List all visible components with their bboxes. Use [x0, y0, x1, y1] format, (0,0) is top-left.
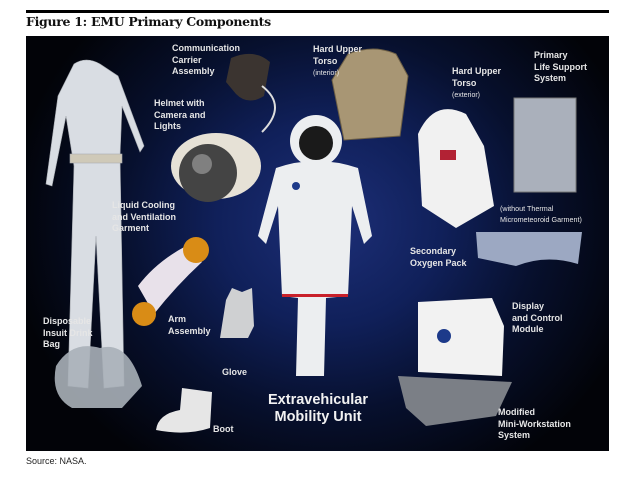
figure-source: Source: NASA.	[26, 456, 87, 466]
flag-icon	[440, 150, 456, 160]
label-communication-carrier: Communication Carrier Assembly	[172, 43, 241, 76]
label-emu-line1: Extravehicular	[268, 392, 368, 408]
boot-image	[156, 388, 212, 433]
arm-assembly-image	[132, 237, 209, 326]
astronaut-image	[258, 115, 372, 376]
label-glove: Glove	[222, 367, 248, 377]
label-without-tmg: (without Thermal Micrometeoroid Garment)	[500, 204, 582, 224]
emu-components-figure: Communication Carrier Assembly Hard Uppe…	[26, 36, 609, 451]
label-drink-bag: Disposable Insuit Drink Bag	[43, 316, 93, 349]
label-hut-exterior-name: Hard Upper Torso	[452, 66, 502, 88]
label-hut-interior: Hard Upper Torso (interior)	[313, 44, 362, 80]
secondary-oxygen-image	[476, 232, 582, 266]
label-arm-assembly: Arm Assembly	[168, 314, 211, 336]
label-hut-exterior: Hard Upper Torso (exterior)	[452, 66, 501, 102]
lcvg-garment-image	[45, 59, 145, 389]
label-plss: Primary Life Support System	[534, 50, 587, 83]
label-dcm: Display and Control Module	[512, 301, 563, 334]
label-boot: Boot	[213, 424, 234, 434]
top-rule	[26, 10, 609, 13]
label-secondary-oxygen: Secondary Oxygen Pack	[410, 246, 467, 268]
figure-title: Figure 1: EMU Primary Components	[26, 14, 271, 29]
plss-image	[513, 97, 577, 193]
helmet-image	[171, 133, 261, 202]
comm-carrier-image	[226, 53, 276, 133]
label-emu-line2: Mobility Unit	[274, 409, 362, 425]
hut-exterior-image	[418, 109, 494, 228]
drink-bag-image	[54, 346, 142, 408]
hut-interior-image	[331, 48, 409, 141]
label-hut-exterior-note: (exterior)	[452, 92, 481, 99]
glove-image	[220, 288, 254, 338]
dcm-mws-image	[398, 298, 512, 426]
emu-illustration	[45, 48, 582, 433]
label-helmet: Helmet with Camera and Lights	[154, 98, 206, 131]
label-lcvg: Liquid Cooling and Ventilation Garment	[112, 200, 177, 233]
label-hut-interior-name: Hard Upper Torso	[313, 44, 363, 66]
label-mws: Modified Mini-Workstation System	[498, 407, 571, 440]
label-hut-interior-note: (interior)	[313, 70, 340, 77]
